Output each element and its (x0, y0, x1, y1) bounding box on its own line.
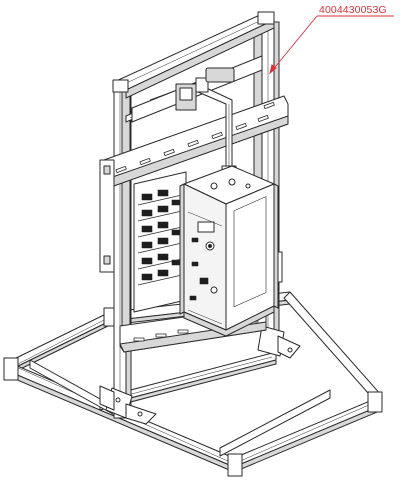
base-frame (3, 291, 383, 477)
part-callout (269, 15, 394, 75)
electronics-enclosure (179, 165, 279, 337)
callout-leader-line (270, 15, 318, 73)
callout-arrowhead (269, 64, 277, 75)
part-number-label: 4004430053G (319, 4, 387, 16)
connector-panel (133, 171, 187, 313)
